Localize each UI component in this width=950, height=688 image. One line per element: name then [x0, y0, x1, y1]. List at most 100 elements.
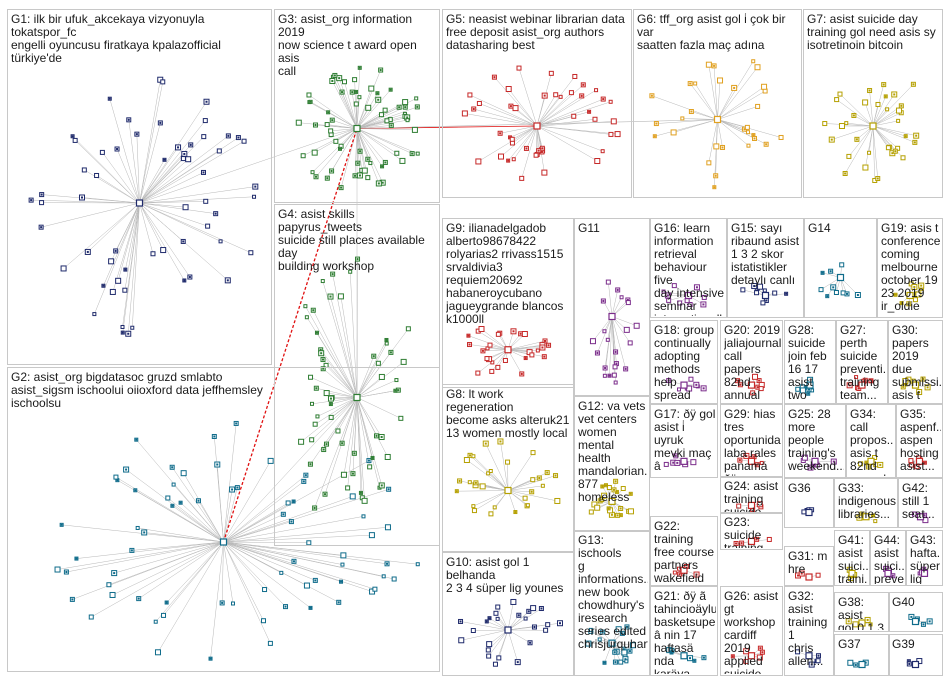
- group-label: G42: still 1 seat...: [902, 482, 935, 521]
- graph-edge: [139, 159, 165, 204]
- graph-node: [135, 525, 140, 530]
- graph-node-core: [614, 480, 617, 483]
- graph-node-core: [525, 147, 528, 150]
- graph-node-core: [330, 169, 333, 172]
- graph-node-core: [488, 617, 491, 620]
- graph-edge: [41, 194, 140, 204]
- cross-group-edge: [222, 128, 358, 543]
- graph-node-core: [366, 158, 369, 161]
- graph-edge: [139, 202, 251, 253]
- graph-node-core: [458, 479, 461, 482]
- group-panel-g12: G12: va vets vet centers women mental he…: [574, 396, 650, 532]
- graph-edge: [494, 76, 538, 127]
- graph-edge: [536, 84, 584, 127]
- graph-node-core: [380, 484, 383, 487]
- graph-edge: [108, 541, 224, 585]
- graph-node: [611, 372, 617, 378]
- graph-edge: [356, 106, 418, 129]
- graph-node: [414, 96, 419, 101]
- graph-edge: [139, 202, 216, 214]
- graph-edge: [356, 106, 406, 129]
- graph-node-core: [743, 128, 746, 131]
- graph-node: [323, 390, 330, 397]
- graph-node: [384, 118, 390, 124]
- graph-edge: [112, 202, 140, 293]
- group-label: G31: m hre: [788, 550, 828, 576]
- graph-node: [588, 627, 593, 632]
- hub-node: [135, 199, 144, 207]
- graph-node: [624, 659, 629, 664]
- graph-node: [279, 570, 284, 575]
- graph-node: [834, 97, 840, 103]
- graph-edge: [717, 90, 766, 120]
- graph-node: [627, 340, 633, 346]
- graph-node-core: [341, 442, 344, 445]
- group-panel-g8: G8: lt work regeneration become asks alt…: [442, 384, 574, 552]
- graph-node-core: [674, 454, 677, 457]
- graph-node-core: [315, 387, 318, 390]
- graph-node: [594, 158, 601, 165]
- graph-edge: [536, 125, 598, 162]
- graph-node: [340, 562, 345, 567]
- graph-node-core: [785, 292, 788, 295]
- graph-node-core: [884, 95, 887, 98]
- graph-node-core: [738, 459, 741, 462]
- graph-edge: [136, 134, 140, 204]
- graph-node-core: [797, 574, 800, 577]
- graph-node-core: [188, 276, 191, 279]
- graph-node-core: [404, 106, 407, 109]
- graph-node: [495, 604, 501, 610]
- graph-node-core: [619, 507, 622, 510]
- graph-node-core: [71, 598, 74, 601]
- graph-node-core: [314, 579, 317, 582]
- graph-node-core: [406, 116, 409, 119]
- graph-node: [378, 112, 384, 118]
- graph-node: [525, 503, 530, 508]
- graph-node: [705, 61, 712, 68]
- group-panel-g29: G29: hias tres oportunida... laba rales …: [720, 404, 783, 478]
- graph-edge: [139, 186, 256, 204]
- graph-node-core: [387, 488, 390, 491]
- graph-node-core: [121, 331, 124, 334]
- graph-node-core: [231, 488, 234, 491]
- graph-node: [303, 582, 310, 589]
- graph-node: [180, 470, 187, 477]
- graph-node-core: [918, 391, 921, 394]
- graph-node-core: [312, 309, 315, 312]
- graph-node-core: [904, 135, 907, 138]
- graph-node-core: [902, 385, 905, 388]
- graph-node: [844, 121, 849, 126]
- graph-edge: [512, 125, 538, 144]
- graph-node-core: [821, 271, 824, 274]
- graph-node-core: [607, 507, 610, 510]
- graph-node-core: [80, 196, 83, 199]
- graph-node-core: [695, 286, 698, 289]
- hub-node: [747, 501, 756, 510]
- graph-edge: [325, 365, 358, 398]
- group-panel-g9: G9: ilianadelgadob alberto98678422 rolya…: [442, 218, 574, 388]
- graph-node: [530, 605, 537, 612]
- graph-node: [743, 648, 750, 655]
- graph-node-core: [588, 110, 591, 113]
- graph-edge: [464, 113, 538, 127]
- graph-edge: [536, 92, 572, 127]
- graph-edge: [139, 135, 229, 204]
- graph-node: [502, 357, 508, 363]
- graph-node: [612, 364, 618, 370]
- group-panel-g26: G26: asist gt workshop cardiff 2019 appl…: [720, 586, 783, 676]
- graph-node-core: [852, 114, 855, 117]
- graph-edge: [102, 152, 140, 204]
- graph-node: [688, 376, 694, 382]
- graph-edge: [114, 541, 224, 574]
- graph-edge: [872, 96, 886, 127]
- graph-node: [108, 258, 115, 265]
- graph-edge: [872, 94, 895, 127]
- graph-node-core: [377, 98, 380, 101]
- graph-node-core: [358, 66, 361, 69]
- graph-edge: [356, 107, 400, 129]
- graph-edge: [611, 316, 637, 327]
- graph-node: [340, 552, 347, 559]
- graph-node-core: [116, 479, 119, 482]
- graph-node-core: [807, 388, 810, 391]
- graph-node-core: [616, 288, 619, 291]
